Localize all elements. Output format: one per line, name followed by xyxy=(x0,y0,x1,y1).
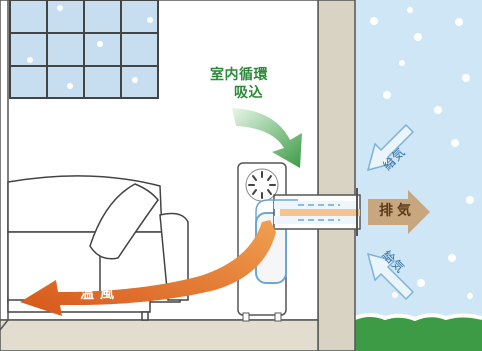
exterior-wall xyxy=(317,0,356,351)
warm-air-arrow xyxy=(20,220,276,316)
outdoor-grass xyxy=(355,315,482,351)
exhaust-label: 排気 xyxy=(379,203,415,219)
exhaust-arrow xyxy=(368,190,430,234)
intake-arrow-bottom xyxy=(366,252,415,301)
room-air-arrow xyxy=(232,108,302,168)
intake-arrow-top xyxy=(366,123,415,172)
warm-air-label: 温風 xyxy=(80,286,120,302)
sofa-cushion xyxy=(89,183,159,260)
outdoor-snowflakes xyxy=(370,7,474,299)
room-window xyxy=(9,0,159,99)
room-circulation-label-line2: 吸込 xyxy=(234,85,263,101)
room-circulation-label-line1: 室内循環 xyxy=(210,67,268,83)
room-floor xyxy=(0,319,319,351)
wall-duct xyxy=(255,188,361,275)
